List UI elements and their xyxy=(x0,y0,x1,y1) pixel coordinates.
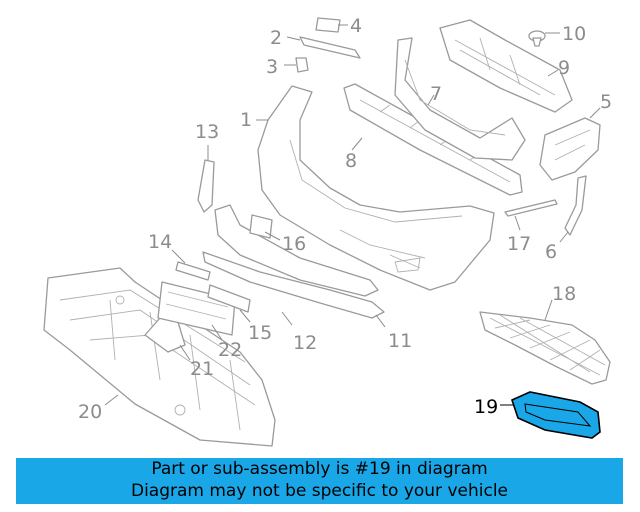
part-4-small-bracket[interactable] xyxy=(315,17,341,33)
callout-11[interactable]: 11 xyxy=(388,330,412,352)
part-3-clip[interactable] xyxy=(295,57,309,73)
callout-14[interactable]: 14 xyxy=(148,231,172,253)
leader-8 xyxy=(351,137,363,151)
callout-12[interactable]: 12 xyxy=(293,332,317,354)
callout-9[interactable]: 9 xyxy=(558,57,570,79)
part-7-upper-bracket[interactable] xyxy=(394,37,526,161)
part-6-vertical-bracket[interactable] xyxy=(564,175,587,236)
leader-15 xyxy=(239,309,251,323)
leader-14 xyxy=(171,249,186,264)
callout-2[interactable]: 2 xyxy=(270,27,282,49)
part-1-bumper-cover[interactable] xyxy=(257,85,495,291)
callout-17[interactable]: 17 xyxy=(507,233,531,255)
leader-22 xyxy=(211,324,223,341)
callout-1[interactable]: 1 xyxy=(240,109,252,131)
part-13-side-bracket[interactable] xyxy=(197,159,215,213)
callout-7[interactable]: 7 xyxy=(430,83,442,105)
leader-21 xyxy=(179,344,191,361)
leader-18 xyxy=(544,299,553,321)
part-5-side-bracket[interactable] xyxy=(539,117,601,181)
exploded-parts-diagram: 20 21 22 14 15 12 xyxy=(43,15,612,447)
banner-line-1: Part or sub-assembly is #19 in diagram xyxy=(151,459,488,479)
callout-18[interactable]: 18 xyxy=(552,283,576,305)
part-15-grille-strip[interactable] xyxy=(207,284,251,313)
leader-12 xyxy=(281,311,293,326)
part-14-trim-strip[interactable] xyxy=(175,261,211,281)
part-18-mesh-grille[interactable] xyxy=(479,311,611,385)
part-21-bracket[interactable] xyxy=(144,317,186,353)
part-19-trim-bezel[interactable] xyxy=(511,391,601,439)
callout-19[interactable]: 19 xyxy=(474,396,498,418)
callout-16[interactable]: 16 xyxy=(282,233,306,255)
leader-6 xyxy=(559,231,569,243)
leader-16 xyxy=(264,231,281,241)
callout-15[interactable]: 15 xyxy=(248,322,272,344)
info-banner: Part or sub-assembly is #19 in diagram D… xyxy=(16,458,623,504)
leader-2 xyxy=(286,36,301,41)
part-12-lower-molding[interactable] xyxy=(202,251,385,319)
part-10-fastener[interactable] xyxy=(528,30,546,47)
leader-5 xyxy=(589,107,601,119)
leader-11 xyxy=(375,314,386,328)
callout-20[interactable]: 20 xyxy=(78,401,102,423)
callout-3[interactable]: 3 xyxy=(266,56,278,78)
callout-5[interactable]: 5 xyxy=(600,91,612,113)
part-9-grille-upper[interactable] xyxy=(439,19,573,113)
callout-22[interactable]: 22 xyxy=(218,339,242,361)
part-17-trim-bar[interactable] xyxy=(504,199,558,217)
callout-10[interactable]: 10 xyxy=(562,23,586,45)
part-11-valance[interactable] xyxy=(214,204,379,297)
callout-21[interactable]: 21 xyxy=(190,358,214,380)
part-2-rail[interactable] xyxy=(299,36,361,59)
part-8-absorber[interactable] xyxy=(343,83,523,196)
leader-9 xyxy=(547,69,559,77)
leader-20 xyxy=(104,394,119,406)
banner-line-2: Diagram may not be specific to your vehi… xyxy=(130,481,508,501)
callout-4[interactable]: 4 xyxy=(350,15,362,37)
callout-6[interactable]: 6 xyxy=(545,241,557,263)
leader-17 xyxy=(514,215,521,231)
callout-8[interactable]: 8 xyxy=(345,150,357,172)
callout-13[interactable]: 13 xyxy=(195,121,219,143)
leader-7 xyxy=(427,94,435,106)
